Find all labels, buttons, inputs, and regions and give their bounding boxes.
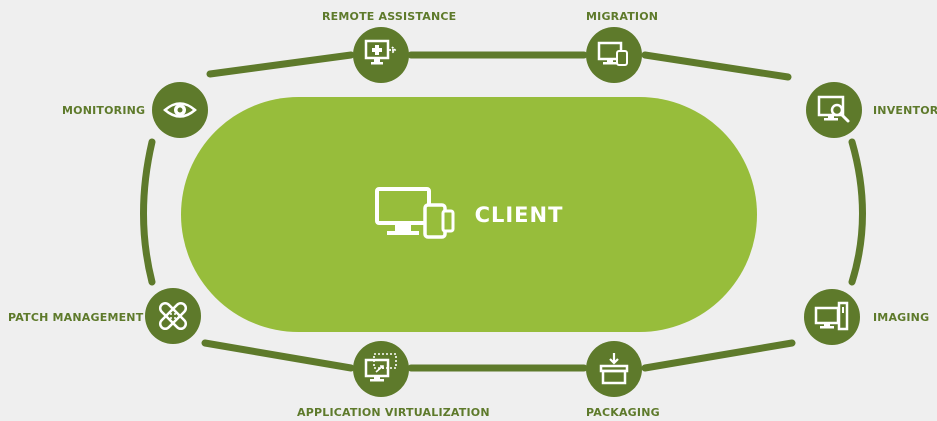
node-inventory[interactable]: [806, 82, 862, 138]
label-application-virtualization: APPLICATION VIRTUALIZATION: [297, 406, 490, 419]
monitor-magnifier-icon: [817, 95, 850, 123]
client-title: CLIENT: [474, 202, 564, 227]
node-application-virtualization[interactable]: [353, 341, 409, 397]
track-bottom: [201, 339, 796, 372]
track-right: [848, 138, 866, 286]
node-patch-management[interactable]: [145, 288, 201, 344]
node-remote-assistance[interactable]: [353, 27, 409, 83]
desktop-and-tablet-icon: [374, 186, 455, 239]
node-migration[interactable]: [586, 27, 642, 83]
bandage-icon: [158, 301, 188, 331]
label-migration: MIGRATION: [586, 10, 659, 23]
track-left: [140, 138, 156, 286]
virtual-window-icon: [364, 353, 397, 382]
remote-screen-icon: [364, 39, 397, 65]
label-monitoring: MONITORING: [62, 104, 146, 117]
box-download-icon: [599, 353, 629, 385]
eye-icon: [163, 102, 197, 118]
client-hub: CLIENT: [181, 97, 757, 332]
monitor-tablet-icon: [597, 41, 628, 66]
label-patch-management: PATCH MANAGEMENT: [8, 311, 144, 324]
label-remote-assistance: REMOTE ASSISTANCE: [322, 10, 457, 23]
label-packaging: PACKAGING: [586, 406, 660, 419]
desktop-tower-icon: [814, 301, 849, 331]
track-top: [206, 51, 792, 81]
node-monitoring[interactable]: [152, 82, 208, 138]
label-inventory: INVENTORY: [873, 104, 937, 117]
label-imaging: IMAGING: [873, 311, 930, 324]
node-packaging[interactable]: [586, 341, 642, 397]
node-imaging[interactable]: [804, 289, 860, 345]
